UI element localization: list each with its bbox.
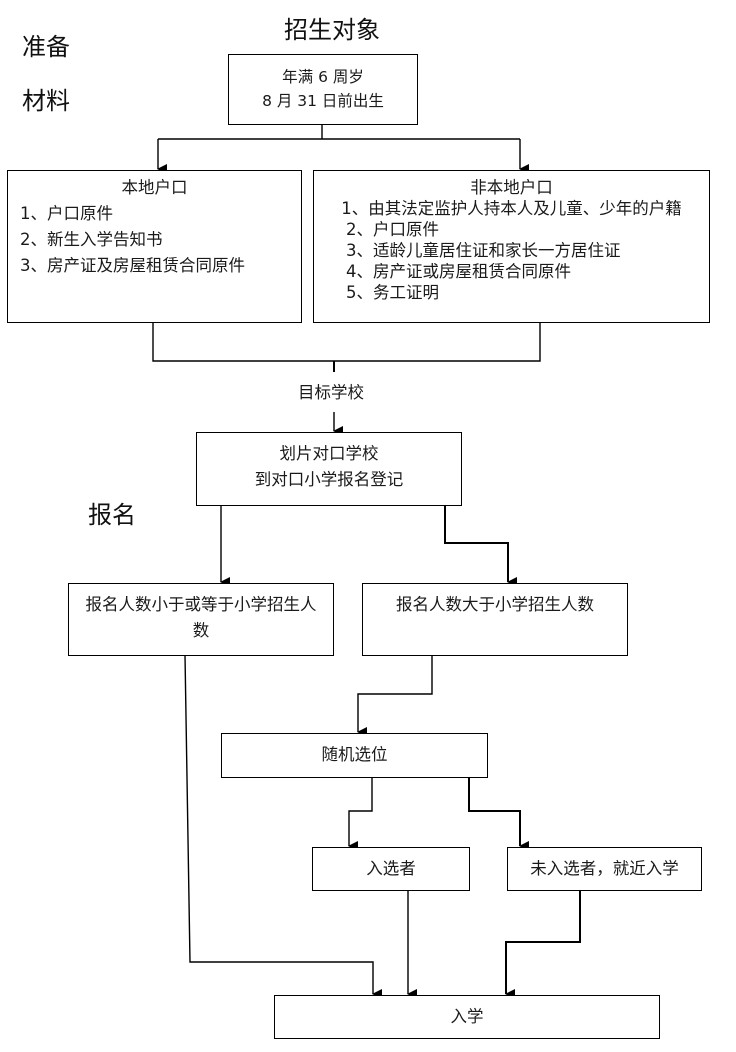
local-household-heading: 本地户口: [121, 178, 188, 197]
nonlocal-household-item: 1、由其法定监护人持本人及儿童、少年的户籍: [341, 199, 682, 218]
applicants-le-quota-text: 报名人数小于或等于小学招生人数: [85, 595, 317, 640]
target-school-label: 目标学校: [298, 383, 364, 402]
nonlocal-household-heading: 非本地户口: [470, 178, 553, 197]
arrow-to-random: [357, 655, 433, 737]
enroll-text: 入学: [450, 1007, 484, 1026]
enroll-box: 入学: [274, 995, 660, 1039]
local-household-item: 2、新生入学告知书: [20, 230, 163, 249]
nonlocal-household-item: 2、户口原件: [346, 220, 439, 239]
arrow-to-selected: [348, 777, 373, 851]
selected-text: 入选者: [366, 859, 416, 878]
applicants-gt-quota-box: 报名人数大于小学招生人数: [362, 583, 628, 656]
diagram-title: 招生对象: [284, 16, 380, 44]
local-household-item: 1、户口原件: [20, 204, 113, 223]
not-selected-text: 未入选者，就近入学: [530, 859, 679, 878]
stage-label-register: 报名: [88, 501, 136, 529]
stage-label-prepare-2: 材料: [22, 87, 70, 115]
stage-label-prepare-1: 准备: [22, 33, 70, 61]
applicants-gt-quota-text: 报名人数大于小学招生人数: [396, 595, 594, 614]
not-selected-box: 未入选者，就近入学: [507, 847, 702, 891]
nonlocal-household-item: 3、适龄儿童居住证和家长一方居住证: [346, 241, 621, 260]
local-household-item: 3、房产证及房屋租赁合同原件: [20, 256, 245, 275]
local-household-box: 本地户口 1、户口原件 2、新生入学告知书 3、房产证及房屋租赁合同原件: [7, 170, 302, 323]
nonlocal-household-item: 4、房产证或房屋租赁合同原件: [346, 262, 571, 281]
applicants-le-quota-box: 报名人数小于或等于小学招生人数: [68, 583, 334, 656]
eligibility-box: 年满 6 周岁 8 月 31 日前出生: [228, 54, 418, 125]
connector-merge: [152, 322, 541, 362]
assigned-school-line-2: 到对口小学报名登记: [254, 470, 404, 489]
random-selection-text: 随机选位: [321, 745, 388, 764]
random-selection-box: 随机选位: [221, 733, 488, 778]
eligibility-line-2: 8 月 31 日前出生: [262, 92, 384, 110]
arrow-to-gt: [444, 505, 517, 587]
assigned-school-line-1: 划片对口学校: [279, 444, 379, 463]
selected-box: 入选者: [312, 847, 470, 891]
connector-eligibility-split: [158, 124, 520, 140]
assigned-school-box: 划片对口学校 到对口小学报名登记: [196, 432, 462, 506]
nonlocal-household-box: 非本地户口 1、由其法定监护人持本人及儿童、少年的户籍 2、户口原件 3、适龄儿…: [313, 170, 710, 323]
nonlocal-household-item: 5、务工证明: [346, 283, 439, 302]
arrow-not-selected-to-enroll: [505, 890, 581, 999]
arrow-to-not-selected: [468, 777, 529, 851]
arrow-le-to-enroll: [184, 654, 382, 999]
eligibility-line-1: 年满 6 周岁: [282, 68, 364, 86]
